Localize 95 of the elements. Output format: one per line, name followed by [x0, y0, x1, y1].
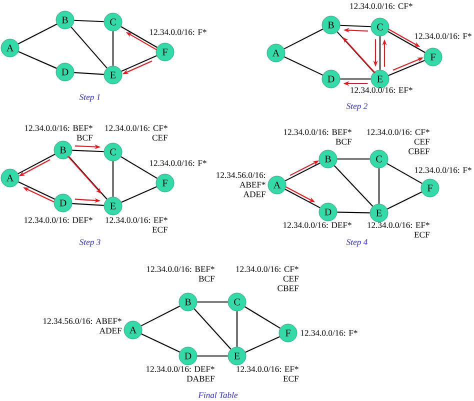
- router-node: C: [228, 292, 246, 312]
- routing-table: 12.34.0.0/16: DEF*: [284, 222, 352, 228]
- step-caption: Step 2: [346, 103, 368, 111]
- link: [340, 78, 371, 80]
- router-node: B: [318, 150, 338, 168]
- routing-table: 12.34.0.0/16: BEF* BCF: [284, 129, 352, 145]
- link: [141, 333, 180, 353]
- router-node: C: [104, 12, 122, 32]
- router-node: D: [54, 194, 72, 212]
- router-node: F: [424, 48, 442, 66]
- routing-table: 12.34.0.0/16: CF*: [350, 3, 412, 10]
- step-caption: Step 4: [346, 239, 368, 247]
- router-node: E: [228, 346, 246, 366]
- link: [236, 311, 238, 347]
- router-node: B: [56, 10, 74, 30]
- routing-table: 12.34.0.0/16: DEF*: [24, 217, 92, 224]
- router-node: A: [0, 168, 20, 188]
- link: [121, 55, 157, 72]
- link: [197, 301, 228, 303]
- link: [378, 168, 380, 204]
- router-node: E: [370, 204, 388, 222]
- link: [68, 156, 108, 200]
- routing-table: 12.34.0.0/16: BEF* BCF: [147, 266, 214, 282]
- link: [120, 26, 158, 48]
- link: [388, 60, 425, 76]
- routing-table: 12.34.56.0/16: ABEF* ADEF: [43, 318, 122, 334]
- link: [340, 24, 371, 28]
- link: [140, 306, 180, 326]
- router-node: C: [104, 142, 122, 162]
- step-caption: Step 1: [79, 94, 100, 102]
- router-node: E: [104, 196, 122, 216]
- link: [379, 36, 381, 70]
- router-node: D: [318, 202, 338, 222]
- link: [245, 336, 280, 353]
- routing-table: 12.34.0.0/16: BEF* BCF: [25, 125, 92, 141]
- link: [72, 150, 104, 152]
- router-node: E: [104, 66, 122, 84]
- routing-table: 12.34.56.0/16: ABEF* ADEF: [216, 172, 266, 198]
- router-node: B: [178, 292, 198, 312]
- router-node: F: [278, 324, 298, 342]
- step-caption: Final Table: [198, 392, 238, 398]
- routing-table: 12.34.0.0/16: DEF* DABEF: [146, 366, 214, 382]
- link: [18, 181, 55, 200]
- link: [18, 154, 56, 174]
- router-node: D: [178, 346, 198, 366]
- step-caption: Step 3: [79, 239, 100, 247]
- link: [112, 161, 114, 197]
- link: [74, 20, 104, 22]
- routing-table: 12.34.0.0/16: EF* ECF: [368, 222, 430, 238]
- link: [334, 165, 374, 207]
- router-node: B: [322, 16, 340, 34]
- link: [337, 158, 370, 160]
- router-node: D: [56, 62, 74, 82]
- link: [284, 28, 324, 50]
- routing-table: 12.34.0.0/16: F*: [150, 29, 206, 36]
- router-node: F: [156, 42, 174, 62]
- routing-table: 12.34.0.0/16: CF* CEF: [105, 125, 168, 141]
- link: [337, 212, 370, 214]
- link: [70, 26, 108, 68]
- routing-table: 12.34.0.0/16: F*: [414, 167, 472, 174]
- routing-table: 12.34.0.0/16: EF* ECF: [236, 366, 298, 382]
- link: [72, 203, 104, 206]
- link: [194, 308, 232, 350]
- router-node: A: [124, 320, 142, 340]
- link: [388, 31, 426, 53]
- router-node: F: [156, 174, 174, 192]
- link: [336, 31, 374, 73]
- link: [244, 306, 280, 329]
- link: [284, 188, 320, 208]
- link: [112, 31, 114, 66]
- routing-table: 12.34.0.0/16: F*: [150, 160, 206, 166]
- link: [386, 163, 422, 184]
- link: [18, 51, 57, 69]
- router-node: D: [322, 70, 340, 88]
- link: [284, 162, 320, 182]
- link: [74, 72, 104, 75]
- router-node: C: [370, 18, 390, 36]
- link: [197, 355, 228, 357]
- routing-table: 12.34.0.0/16: F*: [414, 33, 472, 40]
- routing-table: 12.34.0.0/16: EF*: [350, 87, 412, 94]
- router-node: B: [54, 140, 72, 160]
- router-node: A: [268, 176, 286, 194]
- router-node: A: [0, 38, 20, 58]
- router-node: C: [370, 150, 388, 168]
- link: [387, 192, 422, 210]
- routing-table: 12.34.0.0/16: CF* CEF CBEF: [236, 266, 298, 292]
- link: [18, 24, 58, 44]
- link: [121, 186, 157, 203]
- routing-table: 12.34.0.0/16: EF* ECF: [106, 217, 168, 233]
- router-node: A: [266, 44, 286, 62]
- link: [120, 156, 158, 179]
- router-node: F: [420, 178, 440, 198]
- routing-table: 12.34.0.0/16: F*: [300, 330, 358, 336]
- link: [284, 56, 323, 76]
- router-node: E: [370, 70, 390, 88]
